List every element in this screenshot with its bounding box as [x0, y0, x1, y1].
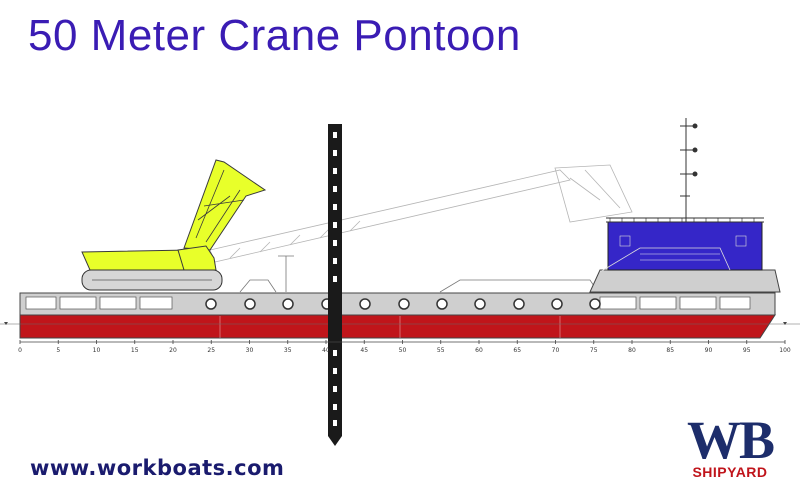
signal-mast	[680, 118, 698, 222]
scale-tick-label: 5	[56, 347, 60, 354]
scale-tick-label: 50	[399, 347, 407, 354]
scale-tick-label: 35	[284, 347, 292, 354]
deckhouse	[589, 217, 781, 293]
scale-tick-label: 90	[705, 347, 713, 354]
logo-subtitle: SHIPYARD	[692, 464, 768, 480]
scale-tick-label: 100	[779, 347, 791, 354]
scale-tick-label: 80	[628, 347, 636, 354]
scale-tick-label: 70	[552, 347, 560, 354]
waterline-triangle-icon	[4, 322, 8, 325]
scale-tick-label: 95	[743, 347, 751, 354]
crane-boom	[183, 159, 267, 251]
crawler-crane	[81, 159, 267, 291]
scale-tick-label: 55	[437, 347, 445, 354]
scale-tick-label: 60	[475, 347, 483, 354]
scale-tick-label: 10	[93, 347, 101, 354]
scale-tick-label: 75	[590, 347, 598, 354]
logo-mark: WB	[686, 410, 775, 470]
website-url: www.workboats.com	[30, 456, 285, 480]
scale-tick-label: 15	[131, 347, 139, 354]
scale-tick-label: 20	[169, 347, 177, 354]
waterline-triangle-icon-right	[783, 322, 787, 325]
scale-tick-label: 25	[207, 347, 215, 354]
scale-tick-label: 30	[246, 347, 254, 354]
scale-ticks: 0 5 10 15 20 25 30 35 40 45 50 55 60 65 70 75 80 85 90 95 10…	[18, 340, 791, 354]
deck-railings	[239, 255, 599, 293]
spud-holes	[333, 132, 337, 426]
scale-tick-label: 85	[666, 347, 674, 354]
scale-tick-label: 45	[360, 347, 368, 354]
ghost-boom	[209, 164, 633, 263]
page-title: 50 Meter Crane Pontoon	[28, 11, 521, 60]
scale-tick-label: 40	[322, 347, 330, 354]
hull	[19, 314, 776, 339]
scale-tick-label: 65	[513, 347, 521, 354]
deck-panels	[25, 296, 751, 310]
scale-tick-label: 0	[18, 347, 22, 354]
wb-shipyard-logo: WB SHIPYARD	[684, 410, 776, 480]
